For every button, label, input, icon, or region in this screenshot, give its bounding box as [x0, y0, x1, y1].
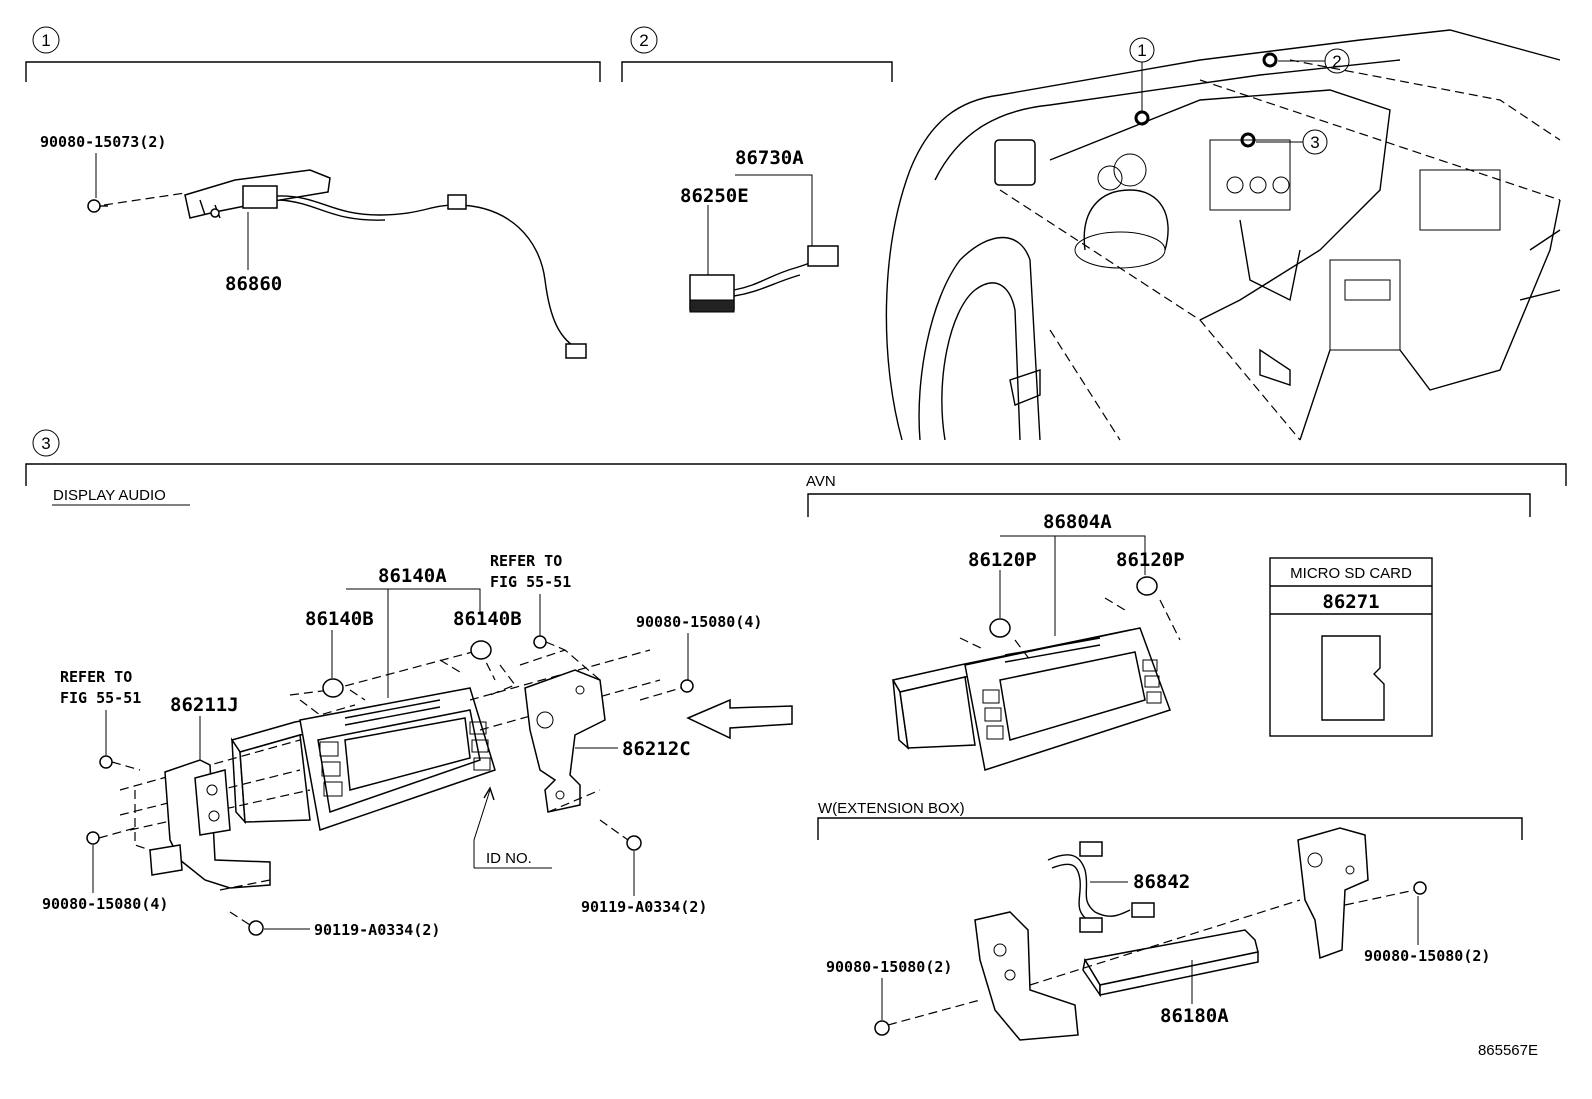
micro-sd-card-box: MICRO SD CARD 86271	[1269, 557, 1433, 737]
avn-label: AVN	[806, 473, 836, 490]
extension-box-label: W(EXTENSION BOX)	[818, 800, 965, 817]
part-86211J: 86211J	[170, 694, 239, 716]
antenna-cord-assembly	[87, 169, 587, 359]
part-90080-15080-4-right: 90080-15080(4)	[636, 613, 762, 631]
part-90119-A0334-bottom: 90119-A0334(2)	[314, 921, 440, 939]
part-86140B-left: 86140B	[305, 608, 374, 630]
screw-icon	[599, 819, 642, 851]
direction-arrow-icon	[686, 698, 793, 740]
fig-ref-label-left: FIG 55-51	[60, 689, 141, 707]
fig-ref-label-top: FIG 55-51	[490, 573, 571, 591]
callout-2: 2	[1262, 48, 1350, 74]
part-86140A: 86140A	[378, 565, 447, 587]
screw-icon	[639, 679, 694, 701]
bracket-left-86211J	[134, 759, 271, 891]
screw-icon	[229, 911, 264, 936]
svg-text:1: 1	[1137, 41, 1146, 60]
bolt-icon	[87, 199, 108, 213]
part-86212C: 86212C	[622, 738, 691, 760]
vehicle-interior-illustration	[885, 29, 1561, 441]
display-audio-unit	[119, 649, 661, 831]
knob-right-86140B	[439, 640, 516, 696]
part-90080-15080-2-right: 90080-15080(2)	[1364, 947, 1490, 965]
display-audio-label: DISPLAY AUDIO	[53, 487, 166, 504]
svg-text:2: 2	[1332, 52, 1341, 71]
screw-icon	[533, 635, 566, 651]
section-3-header: 3	[25, 429, 1567, 486]
screw-icon	[86, 827, 136, 845]
part-86120P-right: 86120P	[1116, 549, 1185, 571]
part-90080-15080-2-left: 90080-15080(2)	[826, 958, 952, 976]
part-90080-15073: 90080-15073(2)	[40, 133, 166, 151]
avn-unit	[891, 627, 1171, 771]
screw-icon	[874, 1020, 890, 1036]
part-90119-A0334-right: 90119-A0334(2)	[581, 898, 707, 916]
refer-to-label-left: REFER TO	[60, 668, 132, 686]
svg-text:3: 3	[1310, 133, 1319, 152]
part-90080-15080-4-left: 90080-15080(4)	[42, 895, 168, 913]
refer-to-label-top: REFER TO	[490, 552, 562, 570]
part-86804A: 86804A	[1043, 511, 1112, 533]
part-86250E: 86250E	[680, 185, 749, 207]
id-no-label: ID NO.	[486, 850, 532, 867]
section-2-number: 2	[639, 31, 648, 50]
screw-icon	[99, 755, 141, 771]
part-86120P-left: 86120P	[968, 549, 1037, 571]
section-2-header: 2	[621, 26, 893, 82]
micro-sd-part-number: 86271	[1322, 591, 1379, 613]
knob-right-86120P	[1104, 576, 1181, 641]
micro-sd-card-icon	[1321, 635, 1385, 721]
section-1-header: 1	[25, 26, 601, 82]
part-86730A: 86730A	[735, 147, 804, 169]
part-86180A: 86180A	[1160, 1005, 1229, 1027]
diagram-code: 865567E	[1478, 1042, 1538, 1059]
callout-3: 3	[1240, 129, 1328, 155]
bracket-right-86212C	[519, 649, 606, 813]
part-86860: 86860	[225, 273, 282, 295]
screw-icon	[1413, 881, 1427, 895]
knob-left-86140B	[299, 678, 366, 716]
micro-sd-title: MICRO SD CARD	[1290, 565, 1412, 582]
part-86842: 86842	[1133, 871, 1190, 893]
knob-left-86120P	[959, 618, 1031, 661]
callout-1: 1	[1129, 37, 1155, 126]
usb-adapter-assembly	[689, 174, 839, 313]
part-86140B-right: 86140B	[453, 608, 522, 630]
extension-box-assembly	[887, 827, 1416, 1041]
section-1-number: 1	[41, 31, 50, 50]
section-3-number: 3	[41, 434, 50, 453]
